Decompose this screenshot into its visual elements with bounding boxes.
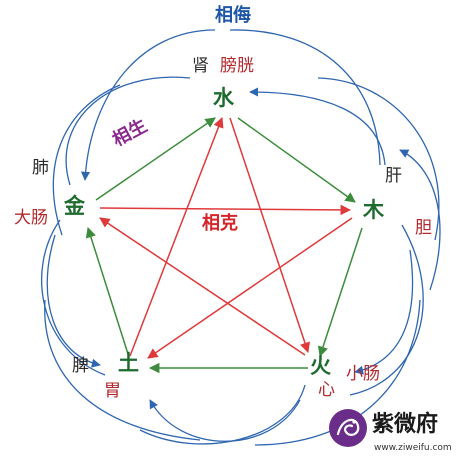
ke-wood-to-earth	[147, 217, 353, 359]
wu-arc-earth-loop	[149, 399, 301, 442]
wu-arc-water-to-wood	[229, 29, 381, 166]
sheng-water-to-wood	[237, 117, 356, 203]
organ-liver: 肝	[385, 166, 402, 186]
organ-heart: 心	[318, 380, 335, 400]
ke-arrows	[99, 117, 353, 359]
ke-metal-to-wood	[99, 204, 352, 216]
wu-arc-outer-left	[52, 84, 121, 236]
ke-title: 相克	[202, 213, 238, 234]
wu-arc-outer-right	[399, 149, 441, 291]
element-earth: 土	[118, 351, 139, 375]
element-fire: 火	[310, 354, 331, 378]
ke-water-to-fire	[229, 117, 310, 353]
ke-earth-to-water	[129, 117, 224, 357]
element-metal: 金	[64, 194, 85, 218]
wu-arc-wood-to-water	[317, 77, 440, 241]
organ-lung: 肺	[32, 158, 49, 178]
sheng-arrows	[85, 117, 363, 374]
logo-name: 紫微府	[372, 412, 439, 437]
wu-arc-fire-to-earth	[139, 384, 306, 445]
wu-arc-wood-top	[249, 87, 386, 166]
wu-arc-fire-loop	[354, 249, 414, 375]
organ-large-intestine: 大肠	[14, 208, 48, 228]
wu-arc-outer-bottom-right	[254, 299, 421, 446]
wu-arc-metal-to-water	[65, 76, 191, 186]
wu-title: 相侮	[215, 5, 251, 26]
organ-bladder: 膀胱	[220, 56, 254, 76]
wu-arc-wood-to-fire	[349, 224, 424, 396]
element-wood: 木	[363, 198, 384, 222]
organ-stomach: 胃	[104, 381, 121, 401]
wu-arc-metal-loop	[46, 234, 101, 368]
ke-fire-to-metal	[99, 217, 306, 356]
element-water: 水	[213, 86, 234, 110]
sheng-earth-to-metal	[85, 226, 129, 355]
organ-kidney: 肾	[192, 56, 209, 76]
wu-arc-outer-bottom-left	[44, 299, 201, 441]
sheng-metal-to-water	[95, 117, 216, 201]
dragon-logo-icon	[329, 409, 367, 447]
wu-arc-water-to-metal	[80, 29, 216, 181]
organ-gallbladder: 胆	[415, 218, 432, 238]
organ-small-intestine: 小肠	[346, 364, 380, 384]
sheng-wood-to-fire	[317, 227, 363, 357]
wu-arcs	[41, 29, 441, 446]
organ-spleen: 脾	[72, 356, 89, 376]
logo-url: www.ziweifu.com	[374, 443, 452, 453]
